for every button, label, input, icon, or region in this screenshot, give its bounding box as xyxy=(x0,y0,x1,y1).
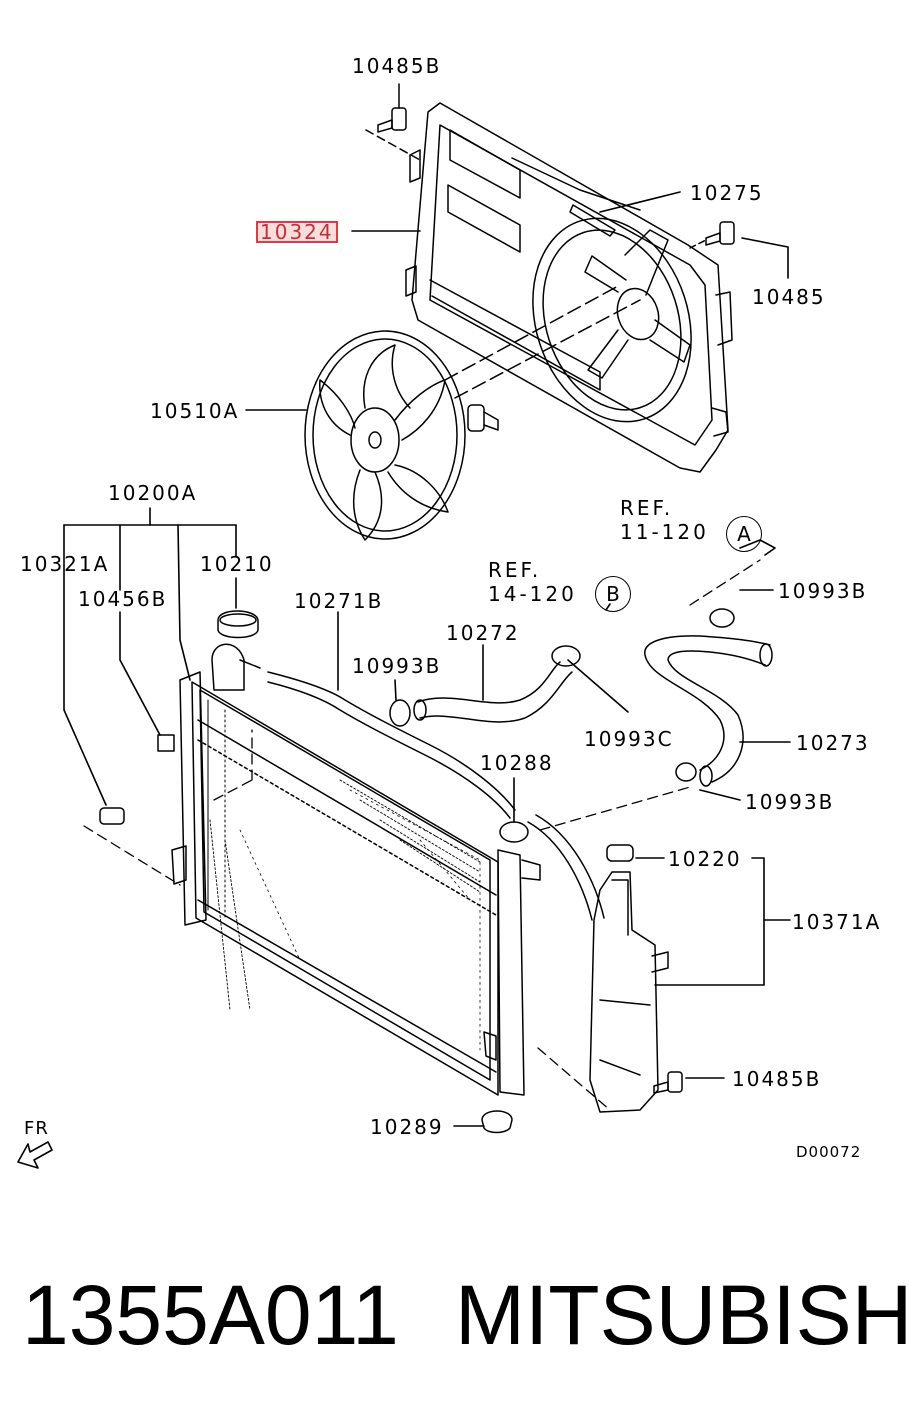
label-10272: 10272 xyxy=(446,621,520,645)
hose-10273 xyxy=(644,635,773,787)
ref-b-circle: B xyxy=(595,576,631,612)
label-10289: 10289 xyxy=(370,1115,444,1139)
direction-label: FR xyxy=(24,1118,49,1139)
label-10275: 10275 xyxy=(690,181,764,205)
drain-plug-10289 xyxy=(481,1110,513,1134)
hose-10272 xyxy=(413,661,573,723)
label-10210: 10210 xyxy=(200,552,274,576)
label-10200A: 10200A xyxy=(108,481,198,505)
label-10273: 10273 xyxy=(796,731,870,755)
clamp-10993B-low xyxy=(675,762,697,782)
bolt-10485B-top xyxy=(377,83,407,133)
brand-name: MITSUBISHI xyxy=(455,1268,909,1362)
clip-10456B xyxy=(157,734,175,752)
label-10220: 10220 xyxy=(668,847,742,871)
footer: 1355A011 MITSUBISHI xyxy=(0,1270,909,1360)
bolt-10485B-low xyxy=(653,1071,683,1094)
bolt-10485 xyxy=(705,221,735,246)
label-10456B: 10456B xyxy=(78,587,168,611)
label-10485B-low: 10485B xyxy=(732,1067,822,1091)
fan-shroud xyxy=(405,102,733,473)
ref-a-circle: A xyxy=(726,516,762,552)
label-10993B-low: 10993B xyxy=(745,790,835,814)
label-10271B: 10271B xyxy=(294,589,384,613)
drain-cock-10321A xyxy=(99,807,125,825)
reserve-tank-10371A xyxy=(589,844,669,1113)
leader-bolt-top xyxy=(365,129,421,161)
label-10485B-top: 10485B xyxy=(352,54,442,78)
ref-a-text: REF. 11-120 xyxy=(620,496,709,544)
label-10371A: 10371A xyxy=(792,910,882,934)
hose-10271B xyxy=(267,671,516,819)
label-10288: 10288 xyxy=(480,751,554,775)
radiator-fins xyxy=(209,779,481,1011)
front-direction-arrow-icon xyxy=(17,1141,53,1169)
diagram-code: D00072 xyxy=(796,1143,862,1161)
dashed-leaders xyxy=(83,559,761,1111)
label-10321A: 10321A xyxy=(20,552,110,576)
label-10993B-mid: 10993B xyxy=(352,654,442,678)
clamp-10993C xyxy=(551,645,581,667)
part-number: 1355A011 xyxy=(22,1268,399,1362)
radiator-cap-10210 xyxy=(217,610,259,639)
ref-b-text: REF. 14-120 xyxy=(488,558,577,606)
label-10993B-right: 10993B xyxy=(778,579,868,603)
label-10993C: 10993C xyxy=(584,727,674,751)
overflow-hose xyxy=(527,814,605,921)
radiator-core xyxy=(171,643,541,1096)
clamp-10993B-right xyxy=(709,608,735,628)
fan-assembly xyxy=(304,284,641,541)
label-10324-highlighted[interactable]: 10324 xyxy=(256,221,338,243)
label-10510A: 10510A xyxy=(150,399,240,423)
label-10485: 10485 xyxy=(752,285,826,309)
clamp-10993B-mid xyxy=(389,699,411,727)
